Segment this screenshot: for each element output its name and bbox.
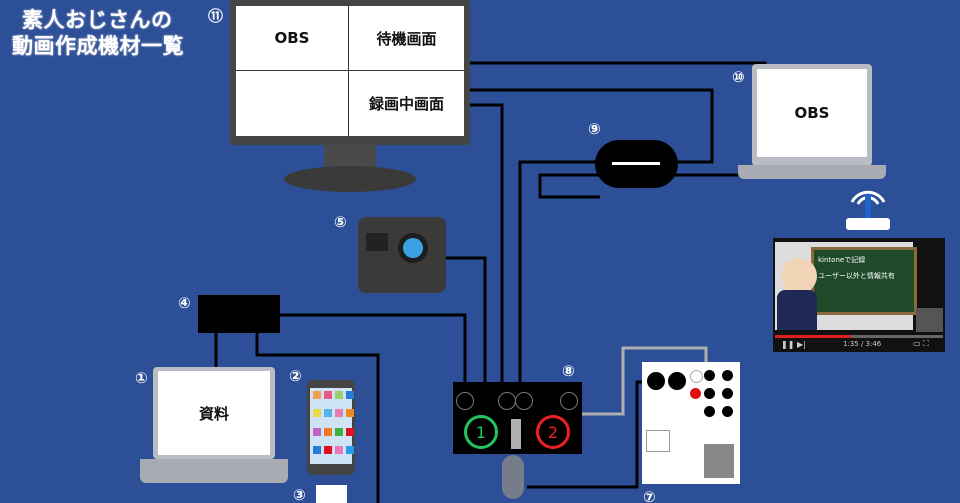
monitor-number: ⑪ — [208, 7, 224, 25]
quadrant-obs: OBS — [274, 29, 310, 47]
switcher-number: ④ — [178, 294, 191, 312]
video-progress[interactable] — [775, 335, 851, 338]
presenter-character — [781, 258, 817, 294]
laptop-obs-base — [738, 165, 886, 179]
camera-number: ⑤ — [334, 213, 347, 231]
wifi-router-icon — [846, 190, 890, 230]
cable-capture-mixer — [518, 160, 596, 382]
smartphone — [307, 380, 355, 475]
quadrant-recording: 録画中画面 — [368, 95, 444, 113]
laptop-material-base — [140, 459, 288, 483]
audio-interface — [642, 362, 740, 484]
laptop-obs-screen: OBS — [757, 69, 867, 157]
microphone-icon — [502, 455, 524, 499]
audio-mixer: 1 2 — [453, 382, 582, 454]
quadrant-empty — [236, 71, 348, 136]
monitor-base — [284, 166, 416, 192]
video-subheading: ユーザー以外と情報共有 — [818, 272, 895, 280]
cable-camera-mixer — [446, 256, 487, 382]
video-preview[interactable]: kintoneで記録 ユーザー以外と情報共有 ❚❚ ▶| 1:35 / 3:46… — [773, 238, 945, 352]
video-heading: kintoneで記録 — [818, 256, 866, 264]
laptop-obs-number: ⑩ — [732, 68, 745, 86]
title-line2: 動画作成機材一覧 — [12, 34, 184, 58]
fullscreen-icon[interactable]: ▭ ⛶ — [913, 339, 929, 348]
cable-monitor-mixer — [470, 103, 504, 382]
camera — [358, 217, 446, 293]
switcher — [198, 295, 280, 333]
laptop-material: 資料 — [153, 367, 275, 459]
interface-number: ⑦ — [643, 488, 656, 503]
play-pause-icon[interactable]: ❚❚ ▶| — [781, 340, 806, 349]
capture-number: ⑨ — [588, 120, 601, 138]
adapter-number: ③ — [293, 486, 306, 503]
laptop-obs: OBS — [752, 64, 872, 166]
cable-switcher-phone — [255, 333, 380, 503]
monitor: OBS 待機画面 録画中画面 — [230, 0, 470, 145]
laptop-material-screen: 資料 — [158, 371, 270, 455]
blackboard: kintoneで記録 ユーザー以外と情報共有 — [811, 247, 917, 315]
title-line1: 素人おじさんの — [22, 8, 173, 32]
cable-switcher-mixer — [280, 313, 467, 382]
webcam-overlay — [916, 308, 943, 332]
channel-2-knob[interactable]: 2 — [536, 415, 570, 449]
mixer-number: ⑧ — [562, 362, 575, 380]
quadrant-standby: 待機画面 — [376, 29, 437, 48]
channel-1-knob[interactable]: 1 — [464, 415, 498, 449]
video-time: 1:35 / 3:46 — [843, 340, 882, 348]
monitor-screen: OBS 待機画面 録画中画面 — [236, 6, 464, 136]
cable-monitor-capture — [470, 88, 714, 164]
phone-adapter — [316, 485, 347, 503]
capture-device — [595, 140, 678, 188]
cable-monitor-laptop — [470, 61, 767, 68]
fader[interactable] — [511, 419, 521, 449]
smartphone-number: ② — [289, 367, 302, 385]
laptop-material-number: ① — [135, 369, 148, 387]
